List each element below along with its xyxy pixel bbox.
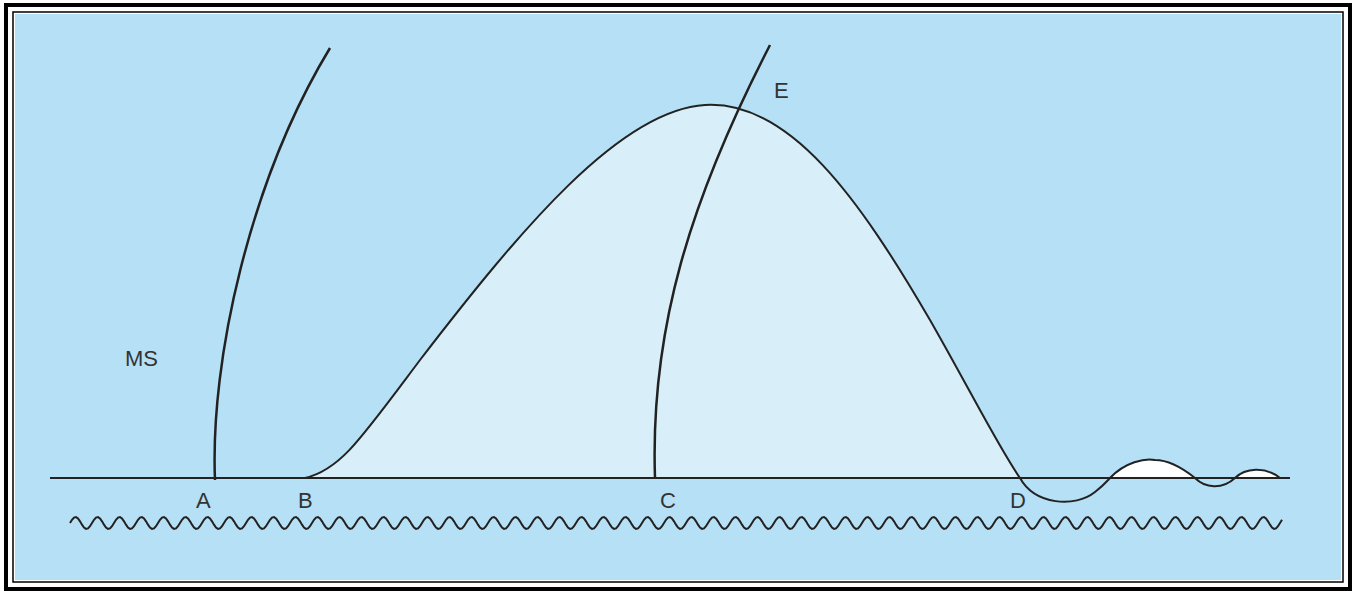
point-label: E	[774, 80, 789, 102]
point-label: C	[660, 490, 676, 512]
point-label: A	[196, 490, 211, 512]
region-label: MS	[125, 348, 158, 370]
point-label: B	[298, 490, 313, 512]
point-label: D	[1010, 490, 1026, 512]
